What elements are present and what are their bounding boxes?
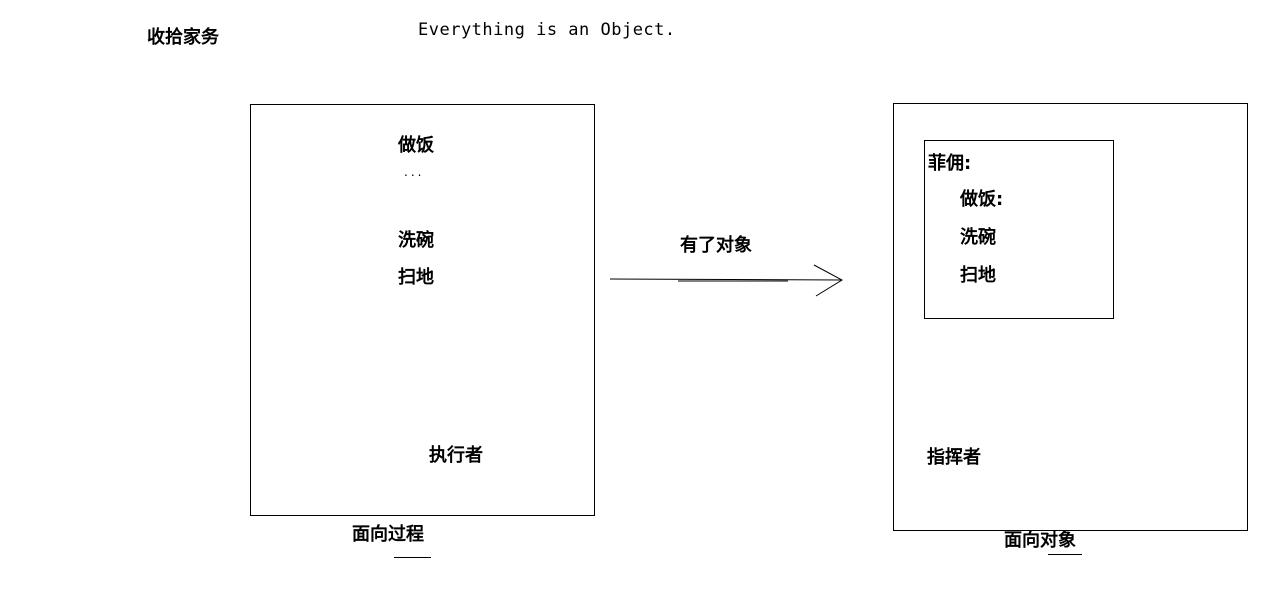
arrow-label: 有了对象: [680, 235, 752, 256]
object-oriented-caption-underline: [1048, 554, 1082, 555]
motto-text: Everything is an Object.: [418, 20, 676, 40]
procedural-ellipsis: ...: [404, 165, 425, 179]
maid-task-dishes: 洗碗: [960, 227, 996, 248]
procedural-box: [250, 104, 595, 516]
object-role-commander: 指挥者: [927, 447, 981, 468]
maid-object-name: 菲佣:: [928, 153, 972, 174]
procedural-caption-underline: [394, 557, 431, 558]
procedural-caption: 面向过程: [352, 524, 424, 545]
procedural-task-sweep: 扫地: [398, 267, 434, 288]
procedural-task-dishes: 洗碗: [398, 230, 434, 251]
procedural-role-executor: 执行者: [429, 445, 483, 466]
object-oriented-caption: 面向对象: [1004, 530, 1076, 551]
procedural-task-cook: 做饭: [398, 135, 434, 156]
diagram-title: 收拾家务: [147, 27, 219, 48]
maid-object-box: [924, 140, 1114, 319]
maid-task-sweep: 扫地: [960, 265, 996, 286]
maid-task-cook: 做饭:: [960, 189, 1004, 210]
